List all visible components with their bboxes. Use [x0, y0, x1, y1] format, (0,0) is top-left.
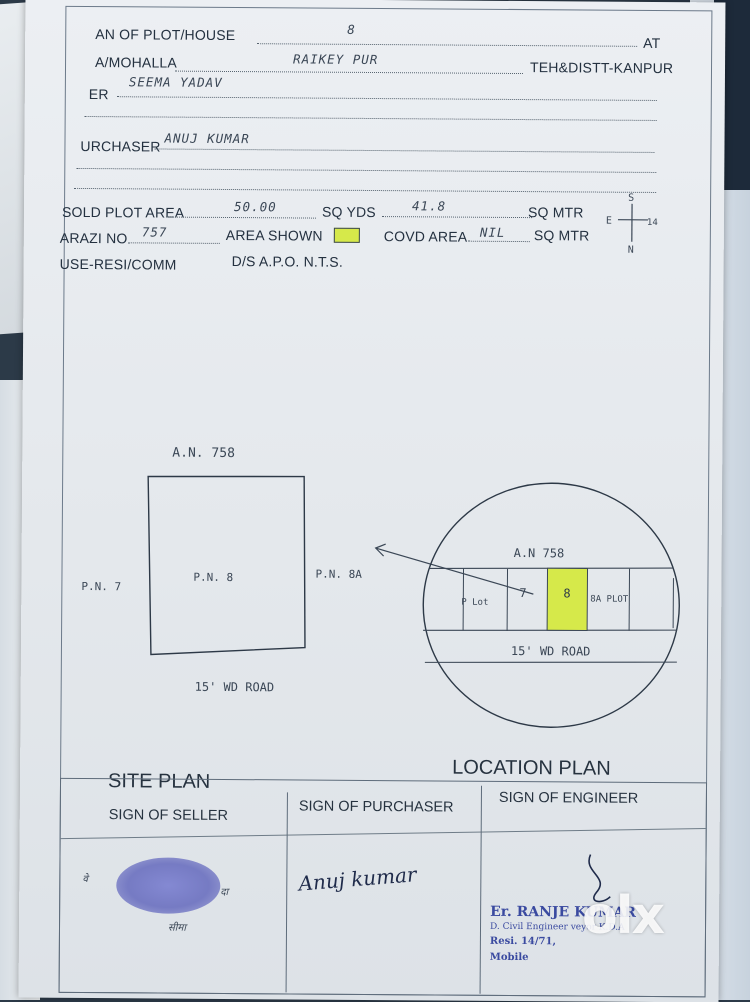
- plot-8-label: 8: [563, 586, 570, 600]
- at-label: AT: [643, 35, 660, 51]
- seller-thumbprint: [116, 857, 220, 914]
- olx-watermark: olx: [582, 886, 663, 946]
- compass-n: N: [628, 245, 634, 256]
- location-plan-heading: LOCATION PLAN: [452, 757, 611, 781]
- signature-header-line: [61, 828, 706, 839]
- plot-sale-sheet: AN OF PLOT/HOUSE 8 AT A/MOHALLA RAIKEY P…: [19, 0, 726, 1002]
- covd-area-label: COVD AREA: [384, 228, 468, 245]
- ds-label: D/S A.P.O. N.T.S.: [232, 253, 343, 270]
- location-top-label: A.N 758: [514, 546, 565, 560]
- arazi-value: 757: [142, 224, 168, 239]
- site-plan-top-label: A.N. 758: [172, 446, 235, 461]
- compass-s: S: [628, 193, 634, 204]
- plot-label: AN OF PLOT/HOUSE: [95, 26, 235, 43]
- plot-7-label: 7: [519, 586, 526, 600]
- plot-8-outline: [147, 475, 306, 655]
- area-shown-label: AREA SHOWN: [226, 227, 323, 244]
- teh-distt-label: TEH&DISTT-KANPUR: [530, 59, 673, 76]
- covd-area-value: NIL: [480, 225, 506, 240]
- sq-mtr-label: SQ MTR: [528, 204, 584, 220]
- thumb-note-left: वे: [82, 871, 88, 885]
- stamp-address: Resi. 14/71,: [490, 936, 556, 947]
- sq-yds-label: SQ YDS: [322, 204, 376, 220]
- seller-name: SEEMA YADAV: [129, 74, 223, 90]
- site-plan-center-label: P.N. 8: [193, 571, 233, 584]
- use-label: USE-RESI/COMM: [60, 256, 177, 273]
- plot-left-label: P Lot: [461, 598, 488, 608]
- stamp-mobile: Mobile: [490, 952, 529, 963]
- arazi-label: ARAZI NO: [60, 230, 128, 246]
- mohalla-label: A/MOHALLA: [95, 54, 177, 71]
- site-plan-left-label: P.N. 7: [81, 580, 121, 593]
- signature-divider-1: [286, 792, 288, 992]
- thumb-note-right: दा: [220, 884, 228, 898]
- seller-label: ER: [89, 86, 109, 102]
- area-shown-swatch: [334, 228, 360, 243]
- site-plan-road-label: 15' WD ROAD: [195, 680, 275, 695]
- sq-mtr-value: 41.8: [412, 198, 446, 213]
- plot-number: 8: [347, 22, 356, 37]
- purchaser-name: ANUJ KUMAR: [164, 131, 249, 147]
- compass-e: E: [606, 216, 612, 227]
- sign-of-purchaser-label: SIGN OF PURCHASER: [299, 798, 454, 815]
- site-plan-right-label: P.N. 8A: [315, 568, 362, 581]
- mohalla-value: RAIKEY PUR: [293, 51, 378, 67]
- sold-area-value: 50.00: [234, 199, 277, 214]
- purchaser-label: URCHASER: [80, 138, 160, 155]
- thumb-note-bottom: सीमा: [168, 920, 186, 934]
- purchaser-signature: Anuj kumar: [298, 862, 418, 895]
- location-road-label: 15' WD ROAD: [511, 644, 591, 659]
- location-plan-drawing: A.N 758 P Lot 7 8 8A PLOT 15' WD ROAD: [360, 476, 702, 748]
- signature-divider-2: [480, 786, 482, 994]
- covd-unit-label: SQ MTR: [534, 227, 590, 243]
- compass-icon: S E 14 N: [604, 190, 664, 256]
- compass-w: 14: [647, 218, 658, 228]
- sign-of-seller-label: SIGN OF SELLER: [109, 807, 228, 824]
- pointer-arrow-line: [375, 548, 533, 594]
- site-plan-drawing: A.N. 758 P.N. 7 P.N. 8 P.N. 8A 15' WD RO…: [61, 428, 383, 710]
- sign-of-engineer-label: SIGN OF ENGINEER: [499, 790, 638, 807]
- plot-8a-label: 8A PLOT: [590, 595, 629, 605]
- road-edge-line: [425, 660, 677, 664]
- sold-area-label: SOLD PLOT AREA: [62, 204, 184, 221]
